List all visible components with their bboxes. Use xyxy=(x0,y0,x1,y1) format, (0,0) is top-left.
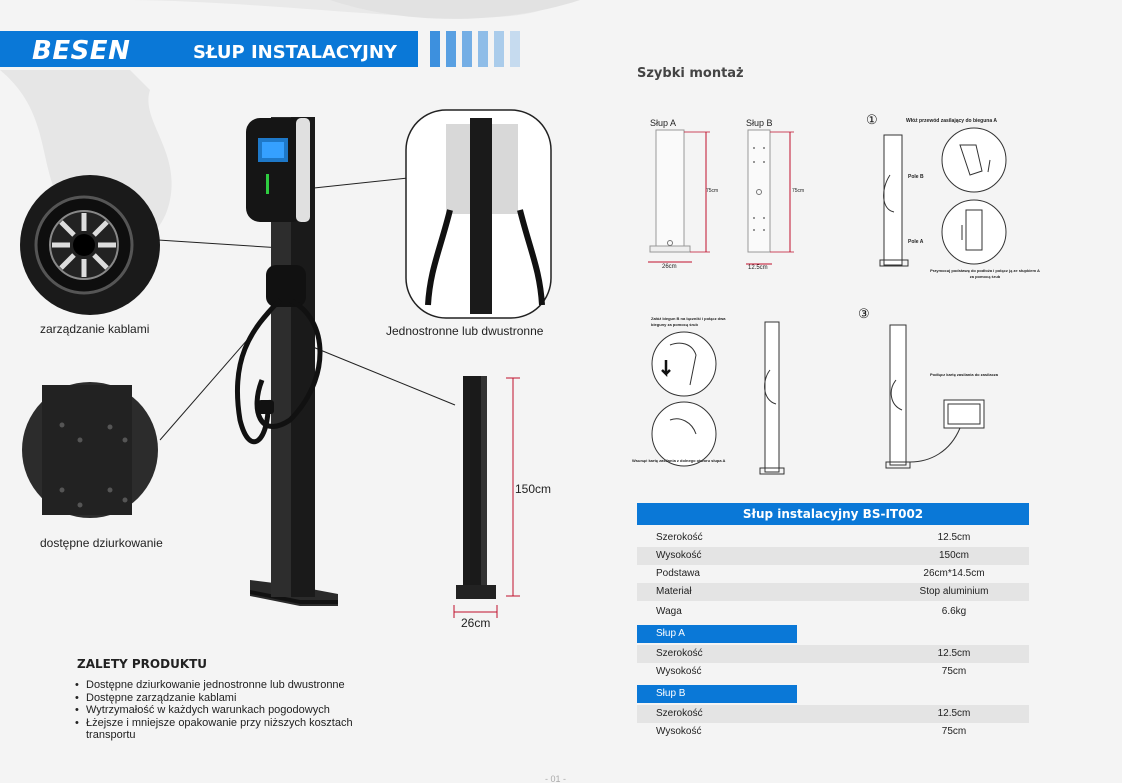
step3-sketch xyxy=(885,324,985,469)
post-height-label: 150cm xyxy=(515,482,552,496)
step3-text: Podłącz kartę zasilania do zasilacza xyxy=(930,372,999,377)
step1-sketch xyxy=(879,127,1007,267)
caption-perforations: dostępne dziurkowanie xyxy=(40,536,163,550)
step3-number: ③ xyxy=(858,306,870,321)
step1-bottom-text: Przymocuj podstawę do podłoża i połącz j… xyxy=(930,268,1040,279)
leader-line xyxy=(307,344,456,406)
features-list: Dostępne dziurkowanie jednostronne lub d… xyxy=(75,679,375,742)
post-b-diagram xyxy=(746,129,794,265)
feature-item: Łżejsze i mniejsze opakowanie przy niższ… xyxy=(75,717,375,742)
feature-item: Wytrzymałość w każdych warunkach pogodow… xyxy=(75,704,375,717)
post-a-height: 75cm xyxy=(706,188,719,194)
feature-item: Dostępne zarządzanie kablami xyxy=(75,692,375,705)
zoom-perforations xyxy=(22,382,158,518)
feature-item: Dostępne dziurkowanie jednostronne lub d… xyxy=(75,679,375,692)
step2-bottom-text: Wsunąć kartę zasilania z dolnego otworu … xyxy=(632,458,726,463)
header-stripe xyxy=(494,31,504,67)
post-b-height: 75cm xyxy=(792,188,805,194)
caption-cable-management: zarządzanie kablami xyxy=(40,322,150,336)
pole-a-label: Pole A xyxy=(908,239,924,245)
post-b-subheader: Słup B xyxy=(637,685,797,703)
post-a-label: Słup A xyxy=(650,118,677,128)
product-illustration xyxy=(20,109,552,618)
zoom-cable-management xyxy=(20,175,160,315)
page-number: - 01 - xyxy=(545,774,567,783)
post-base-label: 26cm xyxy=(461,616,491,630)
step1-number: ① xyxy=(866,112,878,127)
features-title: ZALETY PRODUKTU xyxy=(77,657,208,671)
spec-table-title: Słup instalacyjny BS-IT002 xyxy=(637,503,1029,525)
header-stripe xyxy=(446,31,456,67)
leader-line xyxy=(157,239,283,249)
caption-single-double: Jednostronne lub dwustronne xyxy=(386,324,544,338)
post-a-diagram xyxy=(648,129,710,263)
pole-b-label: Pole B xyxy=(908,174,924,180)
post-a-width: 26cm xyxy=(662,264,677,270)
step2-text: Załóż biegun B na łączniki i połącz dwa … xyxy=(651,316,726,327)
header-stripe xyxy=(510,31,520,67)
header-stripe xyxy=(430,31,440,67)
post-b-label: Słup B xyxy=(746,118,773,128)
arrow-down-icon xyxy=(661,360,671,378)
install-title: Szybki montaż xyxy=(637,66,744,81)
bare-post-diagram xyxy=(453,376,520,618)
install-diagrams xyxy=(648,127,1007,475)
leader-line xyxy=(313,177,409,189)
step2-sketch xyxy=(651,321,785,475)
header-stripe xyxy=(478,31,488,67)
header-bar xyxy=(0,31,418,67)
post-a-subheader: Słup A xyxy=(637,625,797,643)
page-title: SŁUP INSTALACYJNY xyxy=(193,42,397,63)
post-b-width: 12.5cm xyxy=(748,265,768,271)
step1-text: Włóż przewód zasilający do bieguna A xyxy=(906,118,997,124)
post-with-charger xyxy=(234,117,338,606)
header-stripe xyxy=(462,31,472,67)
brand-logo: BESEN xyxy=(32,36,131,66)
zoom-single-double-side xyxy=(405,109,552,319)
